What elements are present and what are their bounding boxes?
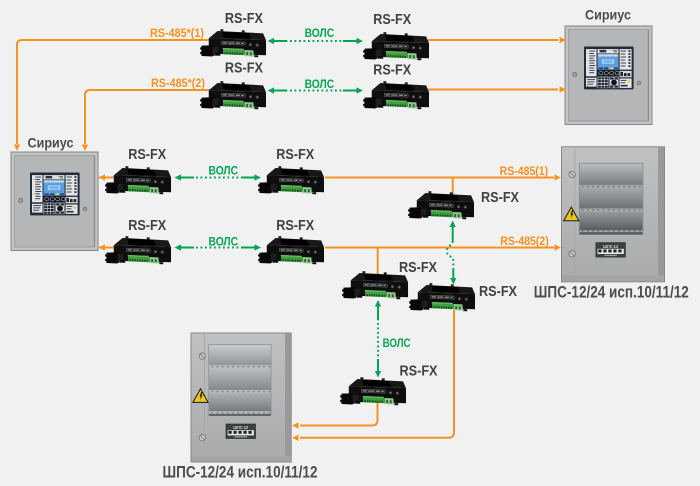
svg-text:RS-FX: RS-FX (225, 10, 263, 27)
svg-text:RS-FX: RS-FX (128, 146, 166, 163)
svg-text:ШПС-12/24 исп.10/11/12: ШПС-12/24 исп.10/11/12 (163, 464, 318, 482)
svg-text:RS-FX: RS-FX (276, 146, 314, 163)
svg-text:RS-FX: RS-FX (373, 62, 411, 79)
svg-text:RS-FX: RS-FX (373, 11, 411, 28)
svg-text:RS-FX: RS-FX (276, 217, 314, 234)
svg-text:RS-FX: RS-FX (400, 363, 438, 380)
svg-text:ВОЛС: ВОЛС (305, 26, 335, 40)
svg-text:RS-485*(1): RS-485*(1) (150, 26, 204, 40)
svg-text:ВОЛС: ВОЛС (305, 77, 335, 91)
svg-text:Сириус: Сириус (28, 135, 74, 151)
svg-text:ШПС-12: ШПС-12 (603, 244, 618, 249)
svg-text:RS-485*(2): RS-485*(2) (151, 76, 205, 90)
svg-text:RS-FX: RS-FX (225, 60, 263, 77)
svg-text:RS-FX: RS-FX (479, 283, 517, 300)
svg-text:RS-FX: RS-FX (128, 217, 166, 234)
svg-text:RS-FX: RS-FX (481, 189, 519, 206)
svg-text:ВОЛС: ВОЛС (383, 336, 411, 350)
svg-text:ВОЛС: ВОЛС (209, 235, 239, 249)
svg-text:ШПС-12/24 исп.10/11/12: ШПС-12/24 исп.10/11/12 (534, 284, 689, 302)
svg-text:RS-485(1): RS-485(1) (500, 164, 549, 178)
svg-text:Сириус: Сириус (585, 7, 631, 23)
svg-text:ШПС-12: ШПС-12 (233, 425, 248, 430)
svg-text:ВОЛС: ВОЛС (209, 164, 239, 178)
svg-text:RS-485(2): RS-485(2) (500, 234, 549, 248)
svg-text:RS-FX: RS-FX (399, 259, 437, 276)
